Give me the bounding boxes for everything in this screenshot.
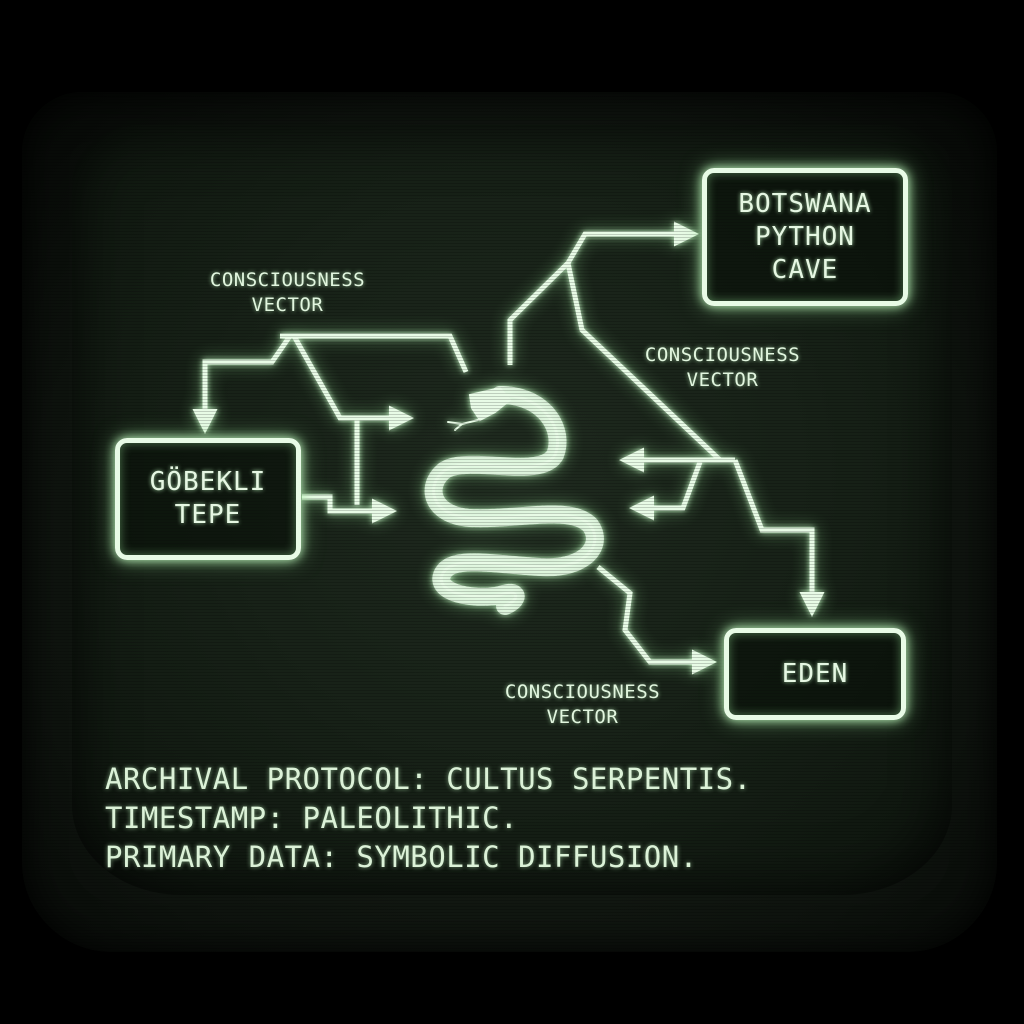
- arrow-to-eden: [732, 459, 825, 617]
- terminal-line-timestamp: TIMESTAMP: PALEOLITHIC.: [105, 801, 519, 835]
- edge-label-consciousness-vector-top-left: CONSCIOUSNESS VECTOR: [209, 269, 366, 316]
- edge-label-consciousness-vector-bottom: CONSCIOUSNESS VECTOR: [504, 681, 661, 728]
- terminal-readout: ARCHIVAL PROTOCOL: CULTUS SERPENTIS. TIM…: [105, 760, 752, 877]
- serpent-icon: [424, 386, 604, 615]
- node-botswana-python-cave[interactable]: BOTSWANA PYTHON CAVE: [702, 168, 908, 306]
- node-eden[interactable]: EDEN: [724, 628, 906, 720]
- arrow-to-serpent-upper: [291, 334, 414, 431]
- vector-line-top: [280, 333, 469, 374]
- edge-label-consciousness-vector-right: CONSCIOUSNESS VECTOR: [644, 344, 801, 391]
- arrow-serpent-to-eden: [596, 565, 717, 675]
- terminal-line-primary-data: PRIMARY DATA: SYMBOLIC DIFFUSION.: [105, 840, 698, 874]
- terminal-line-protocol: ARCHIVAL PROTOCOL: CULTUS SERPENTIS.: [105, 762, 752, 796]
- vector-line-diagonal: [565, 262, 735, 463]
- node-gobekli-tepe[interactable]: GÖBEKLI TEPE: [115, 438, 301, 560]
- arrow-to-serpent-right-lower: [629, 461, 703, 521]
- arrow-gobekli-to-serpent: [302, 494, 397, 524]
- arrow-to-gobekli: [192, 334, 293, 434]
